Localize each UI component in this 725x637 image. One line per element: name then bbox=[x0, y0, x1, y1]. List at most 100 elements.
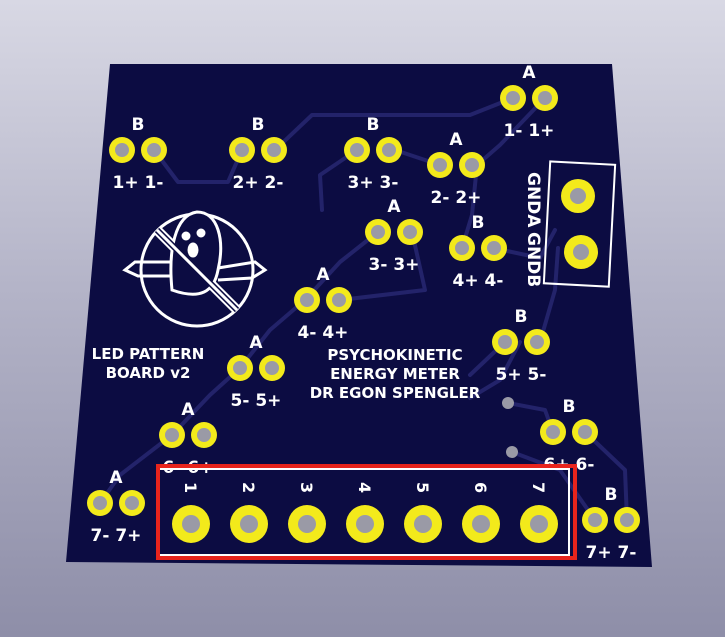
header-pin-number: 1 bbox=[181, 482, 200, 493]
led-pad-hole bbox=[506, 91, 520, 105]
led-pad-pair: B 4+ 4- bbox=[449, 213, 507, 291]
header-pad-hole bbox=[472, 515, 490, 533]
header-pin: 1 bbox=[172, 482, 210, 543]
header-pin: 7 bbox=[520, 482, 558, 543]
led-pad-hole bbox=[267, 143, 281, 157]
led-pad-hole bbox=[332, 293, 346, 307]
ground-header-outline bbox=[542, 160, 617, 288]
led-pad-hole bbox=[197, 428, 211, 442]
header-pad-hole bbox=[530, 515, 548, 533]
led-pad-hole bbox=[588, 513, 602, 527]
polarity-label: 3- 3+ bbox=[369, 255, 420, 275]
polarity-label: 5- 5+ bbox=[231, 391, 282, 411]
gnda-label: GNDA bbox=[523, 172, 543, 228]
polarity-label: 7- 7+ bbox=[91, 526, 142, 546]
group-label: B bbox=[605, 485, 618, 505]
pad-gnda-hole bbox=[570, 188, 586, 204]
header-pin-number: 5 bbox=[413, 482, 432, 493]
polarity-label: 5+ 5- bbox=[496, 365, 547, 385]
header-pad-hole bbox=[182, 515, 200, 533]
header-pad-hole bbox=[414, 515, 432, 533]
led-pad-pair: B 5+ 5- bbox=[492, 307, 550, 385]
header-pin-number: 7 bbox=[529, 482, 548, 493]
highlight-box bbox=[156, 464, 577, 560]
led-pad-hole bbox=[350, 143, 364, 157]
led-pad-hole bbox=[530, 335, 544, 349]
led-pad-pair: A 5- 5+ bbox=[227, 333, 285, 411]
led-pad-hole bbox=[382, 143, 396, 157]
led-pad-hole bbox=[487, 241, 501, 255]
group-label: A bbox=[522, 63, 536, 83]
led-pad-pairs: B 1+ 1- B 2+ 2- B 3+ 3- A 1- 1+ A 2- 2+ A 3- 3+ B 4+ … bbox=[87, 63, 640, 563]
ghostbusters-logo bbox=[122, 210, 268, 328]
led-pad-pair: B 1+ 1- bbox=[109, 115, 167, 193]
group-label: B bbox=[472, 213, 485, 233]
header-pin: 4 bbox=[346, 482, 384, 543]
header-pin-number: 3 bbox=[297, 482, 316, 493]
header-pad-hole bbox=[240, 515, 258, 533]
polarity-label: 4+ 4- bbox=[453, 271, 504, 291]
group-label: B bbox=[563, 397, 576, 417]
group-label: B bbox=[367, 115, 380, 135]
led-pad-hole bbox=[538, 91, 552, 105]
led-pad-pair: B6+ 6- bbox=[540, 397, 598, 475]
led-pad-hole bbox=[115, 143, 129, 157]
led-pad-hole bbox=[620, 513, 634, 527]
led-pad-hole bbox=[233, 361, 247, 375]
header-pin: 3 bbox=[288, 482, 326, 543]
led-pad-pair: A6- 6+ bbox=[159, 400, 217, 478]
polarity-label: 3+ 3- bbox=[348, 173, 399, 193]
group-label: A bbox=[449, 130, 463, 150]
header-pin: 5 bbox=[404, 482, 442, 543]
led-pad-pair: B 2+ 2- bbox=[229, 115, 287, 193]
ground-pads bbox=[561, 179, 598, 269]
led-pad-hole bbox=[578, 425, 592, 439]
gndb-label: GNDB bbox=[523, 232, 543, 287]
pin-header: 1 2 3 4 5 6 7 bbox=[172, 482, 558, 543]
polarity-label: 7+ 7- bbox=[586, 543, 637, 563]
meter-title-line-2: ENERGY METER bbox=[330, 365, 460, 383]
header-pad-hole bbox=[356, 515, 374, 533]
via bbox=[506, 446, 518, 458]
group-label: A bbox=[387, 197, 401, 217]
meter-title-line-1: PSYCHOKINETIC bbox=[327, 346, 462, 364]
led-pad-hole bbox=[147, 143, 161, 157]
group-label: A bbox=[249, 333, 263, 353]
group-label: B bbox=[252, 115, 265, 135]
led-pad-hole bbox=[546, 425, 560, 439]
led-pad-hole bbox=[455, 241, 469, 255]
led-pad-pair: B 7+ 7- bbox=[582, 485, 640, 563]
led-pad-hole bbox=[465, 158, 479, 172]
meter-title-line-3: DR EGON SPENGLER bbox=[310, 384, 481, 402]
led-pad-hole bbox=[125, 496, 139, 510]
led-pad-pair: A 2- 2+ bbox=[427, 130, 485, 208]
header-pin-number: 6 bbox=[471, 482, 490, 493]
led-pad-pair: A7- 7+ bbox=[87, 468, 145, 546]
polarity-label: 1+ 1- bbox=[113, 173, 164, 193]
board-title-line-1: LED PATTERN bbox=[92, 345, 205, 363]
led-pad-hole bbox=[498, 335, 512, 349]
led-pad-hole bbox=[403, 225, 417, 239]
led-pad-hole bbox=[433, 158, 447, 172]
polarity-label: 1- 1+ bbox=[504, 121, 555, 141]
led-pad-pair: A 3- 3+ bbox=[365, 197, 423, 275]
group-label: A bbox=[316, 265, 330, 285]
polarity-label: 2+ 2- bbox=[233, 173, 284, 193]
led-pad-hole bbox=[235, 143, 249, 157]
header-pin: 6 bbox=[462, 482, 500, 543]
led-pad-hole bbox=[165, 428, 179, 442]
led-pad-hole bbox=[300, 293, 314, 307]
group-label: A bbox=[181, 400, 195, 420]
via bbox=[502, 397, 514, 409]
header-pin-number: 4 bbox=[355, 482, 374, 493]
led-pad-pair: A4- 4+ bbox=[294, 265, 352, 343]
group-label: B bbox=[132, 115, 145, 135]
led-pad-pair: A 1- 1+ bbox=[500, 63, 558, 141]
header-pin-number: 2 bbox=[239, 482, 258, 493]
board-title-line-2: BOARD v2 bbox=[106, 364, 191, 382]
group-label: B bbox=[515, 307, 528, 327]
polarity-label: 2- 2+ bbox=[431, 188, 482, 208]
led-pad-hole bbox=[93, 496, 107, 510]
led-pad-hole bbox=[265, 361, 279, 375]
